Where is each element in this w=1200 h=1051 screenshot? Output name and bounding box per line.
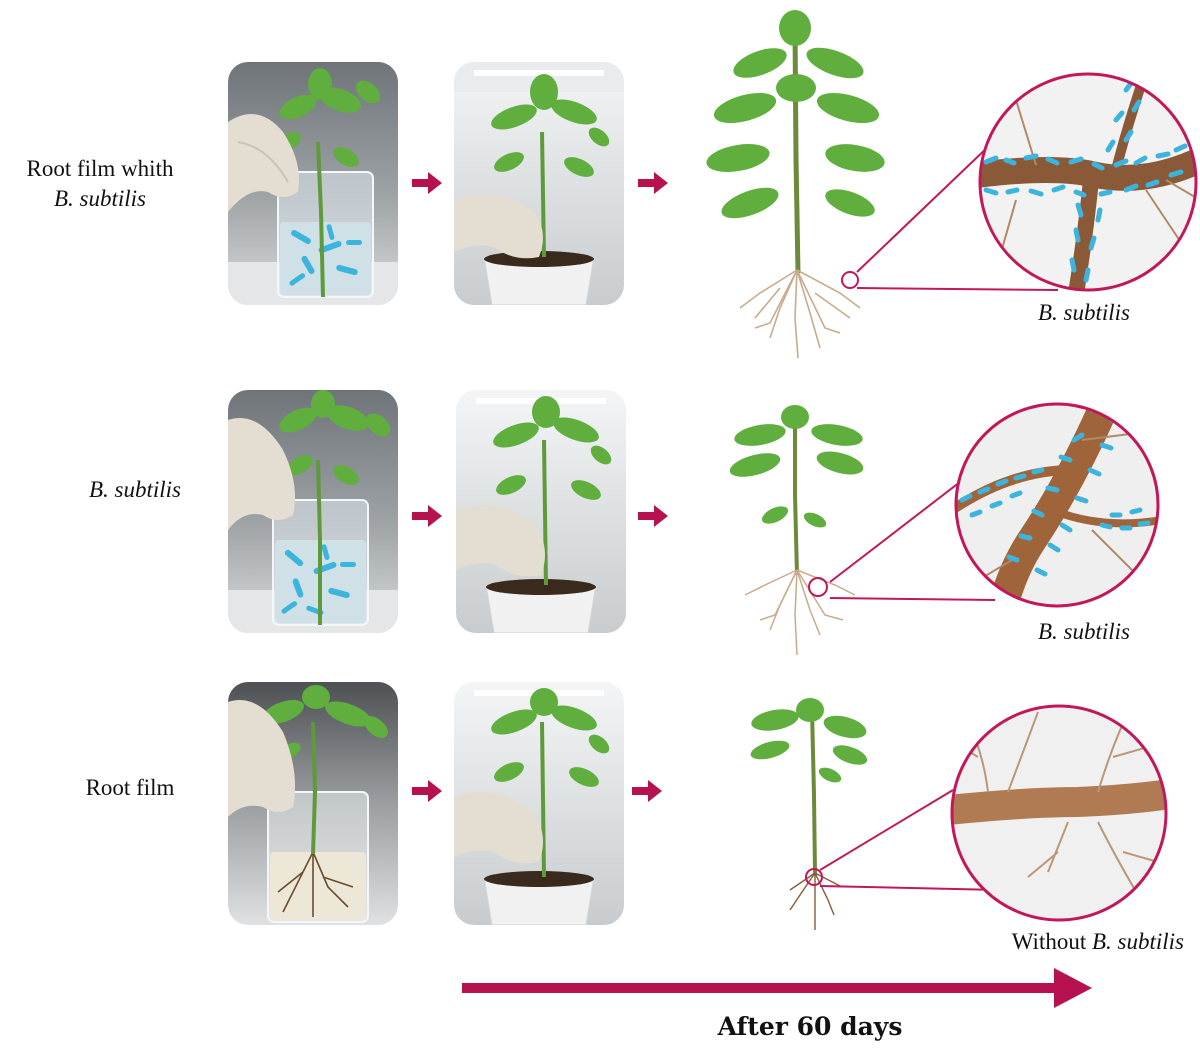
right-arrow-icon [638, 172, 668, 194]
zoom-caption: Without B. subtilis [1011, 929, 1184, 954]
beaker-with-seedling-image [228, 62, 398, 305]
timeline-arrow-icon [462, 968, 1092, 1008]
seedling-in-pot-icon [456, 390, 626, 633]
row-label: Root film [85, 775, 175, 800]
beaker-with-seedling-icon [228, 390, 398, 633]
row-label: B. subtilis [88, 477, 181, 502]
row-label: Root film whith B. subtilis [26, 156, 174, 211]
zoom-caption: B. subtilis [1037, 619, 1130, 644]
root-magnifier-icon [954, 402, 1160, 608]
right-arrow-icon [412, 172, 442, 194]
grown-tomato-plant-icon [750, 698, 868, 930]
right-arrow-icon [638, 505, 668, 527]
beaker-with-seedling-icon [228, 682, 398, 925]
magnifier-connector [820, 789, 1001, 891]
beaker-with-seedling-image [228, 390, 398, 633]
beaker-with-seedling-icon [228, 62, 398, 305]
timeline-label: After 60 days [717, 1012, 903, 1041]
seedling-in-pot-icon [454, 682, 624, 925]
right-arrow-icon [412, 780, 442, 802]
grown-tomato-plant-icon [706, 10, 885, 359]
root-magnifier-icon [950, 704, 1168, 922]
seedling-in-pot-image [456, 390, 626, 633]
right-arrow-icon [412, 505, 442, 527]
zoom-caption: B. subtilis [1037, 300, 1130, 325]
seedling-in-pot-image [454, 62, 624, 305]
seedling-in-pot-icon [454, 62, 624, 305]
seedling-in-pot-image [454, 682, 624, 925]
grown-tomato-plant-icon [729, 405, 864, 656]
root-magnifier-icon [978, 72, 1198, 292]
right-arrow-icon [632, 780, 662, 802]
beaker-with-seedling-image [228, 682, 398, 925]
